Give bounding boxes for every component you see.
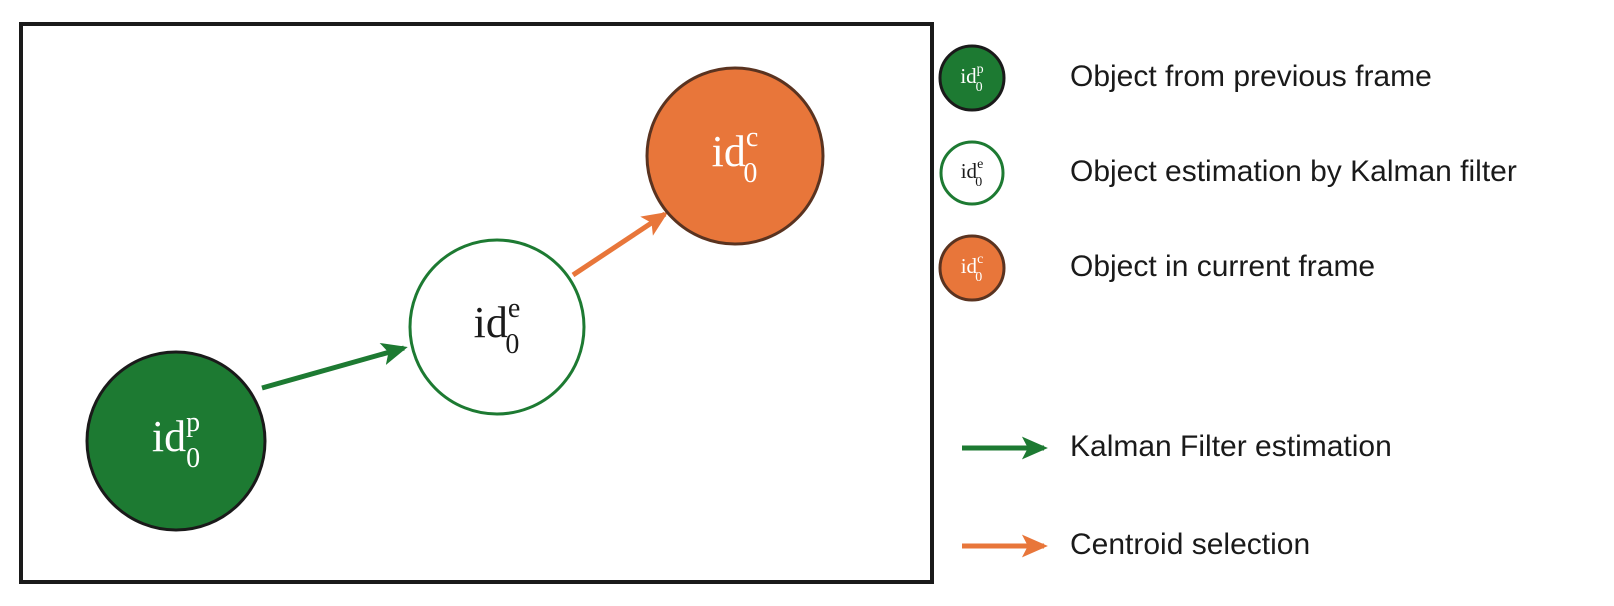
object-previous-frame-circle: [85, 350, 267, 532]
legend-current-frame-text: Object in current frame: [1070, 250, 1375, 283]
legend-item-kalman-filter-estimation: Kalman Filter estimation: [962, 430, 1392, 463]
node-label-superscript: e: [508, 293, 520, 324]
chip-label-base: id: [961, 159, 978, 183]
legend-centroid-arrow-text: Centroid selection: [1070, 528, 1310, 561]
object-current-frame-label: idc 0: [712, 122, 759, 189]
legend-kalman-estimation-chip: [939, 140, 1005, 206]
object-kalman-estimation-circle: [408, 238, 586, 416]
object-current-frame-circle: [645, 66, 825, 246]
legend-kalman-estimation-text: Object estimation by Kalman filter: [1070, 155, 1517, 188]
chip-label-superscript: e: [977, 157, 983, 172]
chip-label-base: id: [960, 64, 977, 88]
chip-label-subscript: 0: [976, 80, 983, 95]
chip-label-subscript: 0: [975, 270, 982, 285]
chip-label-superscript: c: [977, 252, 983, 267]
legend-kalman-estimation-chip-label: ide 0: [961, 157, 984, 190]
node-label-base: id: [712, 127, 746, 176]
legend-item-object-previous-frame: idp 0 Object from previous frame: [938, 44, 1432, 112]
legend-item-centroid-selection: Centroid selection: [962, 528, 1310, 561]
node-label-base: id: [474, 298, 508, 347]
legend-kalman-arrow-text: Kalman Filter estimation: [1070, 430, 1392, 463]
centroid-selection-arrow: [571, 211, 669, 278]
legend-previous-frame-text: Object from previous frame: [1070, 60, 1432, 93]
chip-label-base: id: [961, 254, 978, 278]
legend-current-frame-chip-label: idc 0: [961, 252, 984, 285]
object-previous-frame-label: idp 0: [152, 407, 200, 474]
node-label-superscript: p: [186, 407, 200, 438]
chip-label-subscript: 0: [975, 175, 982, 190]
legend-current-frame-chip: [938, 234, 1006, 302]
object-kalman-estimation-label: ide 0: [474, 293, 521, 360]
node-label-subscript: 0: [743, 158, 757, 189]
legend-item-object-current-frame: idc 0 Object in current frame: [938, 234, 1375, 302]
legend-item-object-kalman-estimation: ide 0 Object estimation by Kalman filter: [939, 140, 1517, 206]
node-label-superscript: c: [746, 122, 758, 153]
node-label-subscript: 0: [505, 329, 519, 360]
node-label-base: id: [152, 412, 186, 461]
legend-previous-frame-chip-label: idp 0: [960, 62, 983, 95]
node-label-subscript: 0: [186, 443, 200, 474]
legend-previous-frame-chip: [938, 44, 1006, 112]
chip-label-superscript: p: [977, 62, 984, 77]
kalman-filter-estimation-arrow: [261, 342, 408, 391]
